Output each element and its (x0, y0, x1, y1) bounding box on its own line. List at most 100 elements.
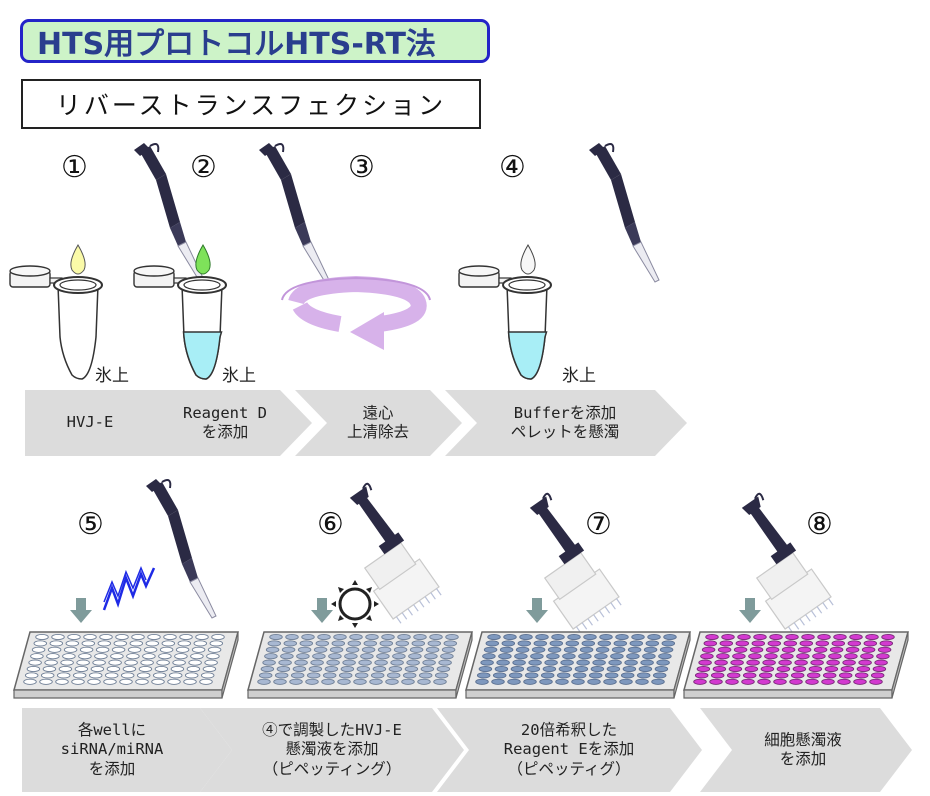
well (774, 672, 789, 679)
well (321, 678, 335, 685)
well (785, 633, 799, 641)
well (622, 665, 637, 673)
well (429, 633, 443, 641)
step-number-2: ② (190, 150, 217, 185)
well (619, 678, 633, 685)
step-label-7-line1: 20倍希釈した (520, 720, 618, 739)
well (354, 672, 369, 679)
well (408, 653, 422, 660)
well (47, 646, 62, 653)
well (60, 659, 74, 666)
well (879, 640, 894, 647)
well (853, 678, 867, 685)
step-label-7: 20倍希釈した Reagent Eを添加 （ピペッティグ） (469, 710, 669, 790)
step-label-5-line3: を添加 (88, 759, 136, 778)
step-arrow-7 (437, 708, 702, 792)
step-label-3: 遠心 上清除去 (318, 392, 438, 454)
step-label-5-line2: siRNA/miRNA (60, 740, 164, 759)
step-label-6-line3: （ピペッティング） (262, 759, 402, 778)
well (595, 646, 610, 653)
multichannel-pipette-icon (711, 492, 838, 637)
well (797, 646, 812, 653)
well (826, 659, 840, 666)
well (372, 665, 387, 673)
step-number-4: ④ (499, 150, 526, 185)
well (656, 659, 670, 666)
well (278, 659, 292, 666)
well (385, 678, 399, 685)
well (604, 672, 619, 679)
well (324, 665, 339, 673)
well (81, 640, 96, 647)
well (74, 665, 89, 673)
well (445, 633, 459, 641)
well (737, 633, 751, 641)
well (433, 678, 447, 685)
step-arrow-1 (25, 390, 182, 456)
well (599, 633, 613, 641)
well (377, 646, 392, 653)
well (863, 640, 878, 647)
well (110, 653, 124, 660)
well (742, 672, 757, 679)
well (813, 646, 828, 653)
well (115, 633, 129, 641)
well (517, 640, 532, 647)
well (88, 672, 103, 679)
step-label-8: 細胞懸濁液 を添加 (728, 710, 878, 790)
well (546, 653, 560, 660)
well (274, 672, 289, 679)
well (631, 633, 645, 641)
well (840, 665, 855, 673)
well (760, 665, 775, 673)
step-label-4-line1: Bufferを添加 (513, 403, 617, 422)
well (483, 646, 498, 653)
well (824, 665, 839, 673)
well (526, 665, 541, 673)
well (507, 678, 521, 685)
well (156, 659, 170, 666)
well (71, 678, 85, 685)
well (514, 653, 528, 660)
well (119, 678, 133, 685)
well (805, 678, 819, 685)
well (597, 640, 612, 647)
well (422, 659, 436, 666)
well (83, 633, 97, 641)
well (698, 659, 712, 666)
well (535, 633, 549, 641)
step-label-3-line1: 遠心 (362, 403, 394, 422)
well-plate-icon (247, 631, 473, 699)
rna-strand-icon (102, 567, 156, 611)
well (844, 653, 858, 660)
well (67, 633, 81, 641)
well (576, 659, 590, 666)
well (611, 646, 626, 653)
well (519, 633, 533, 641)
well (44, 659, 58, 666)
well (847, 640, 862, 647)
well (315, 640, 330, 647)
well (812, 653, 826, 660)
well (801, 633, 815, 641)
well (874, 659, 888, 666)
well (172, 659, 186, 666)
well (769, 633, 783, 641)
well (642, 653, 656, 660)
well (547, 646, 562, 653)
well (574, 665, 589, 673)
well (730, 659, 744, 666)
well (636, 672, 651, 679)
well (104, 672, 119, 679)
step-label-7-line2: Reagent Eを添加 (503, 740, 635, 759)
step-label-1-line1: HVJ-E (66, 413, 114, 432)
well (267, 640, 282, 647)
well (837, 678, 851, 685)
well (338, 672, 353, 679)
well (776, 665, 791, 673)
well (508, 672, 523, 679)
step-label-3-line2: 上清除去 (346, 423, 409, 441)
well (127, 646, 142, 653)
well (262, 659, 276, 666)
well (828, 653, 842, 660)
